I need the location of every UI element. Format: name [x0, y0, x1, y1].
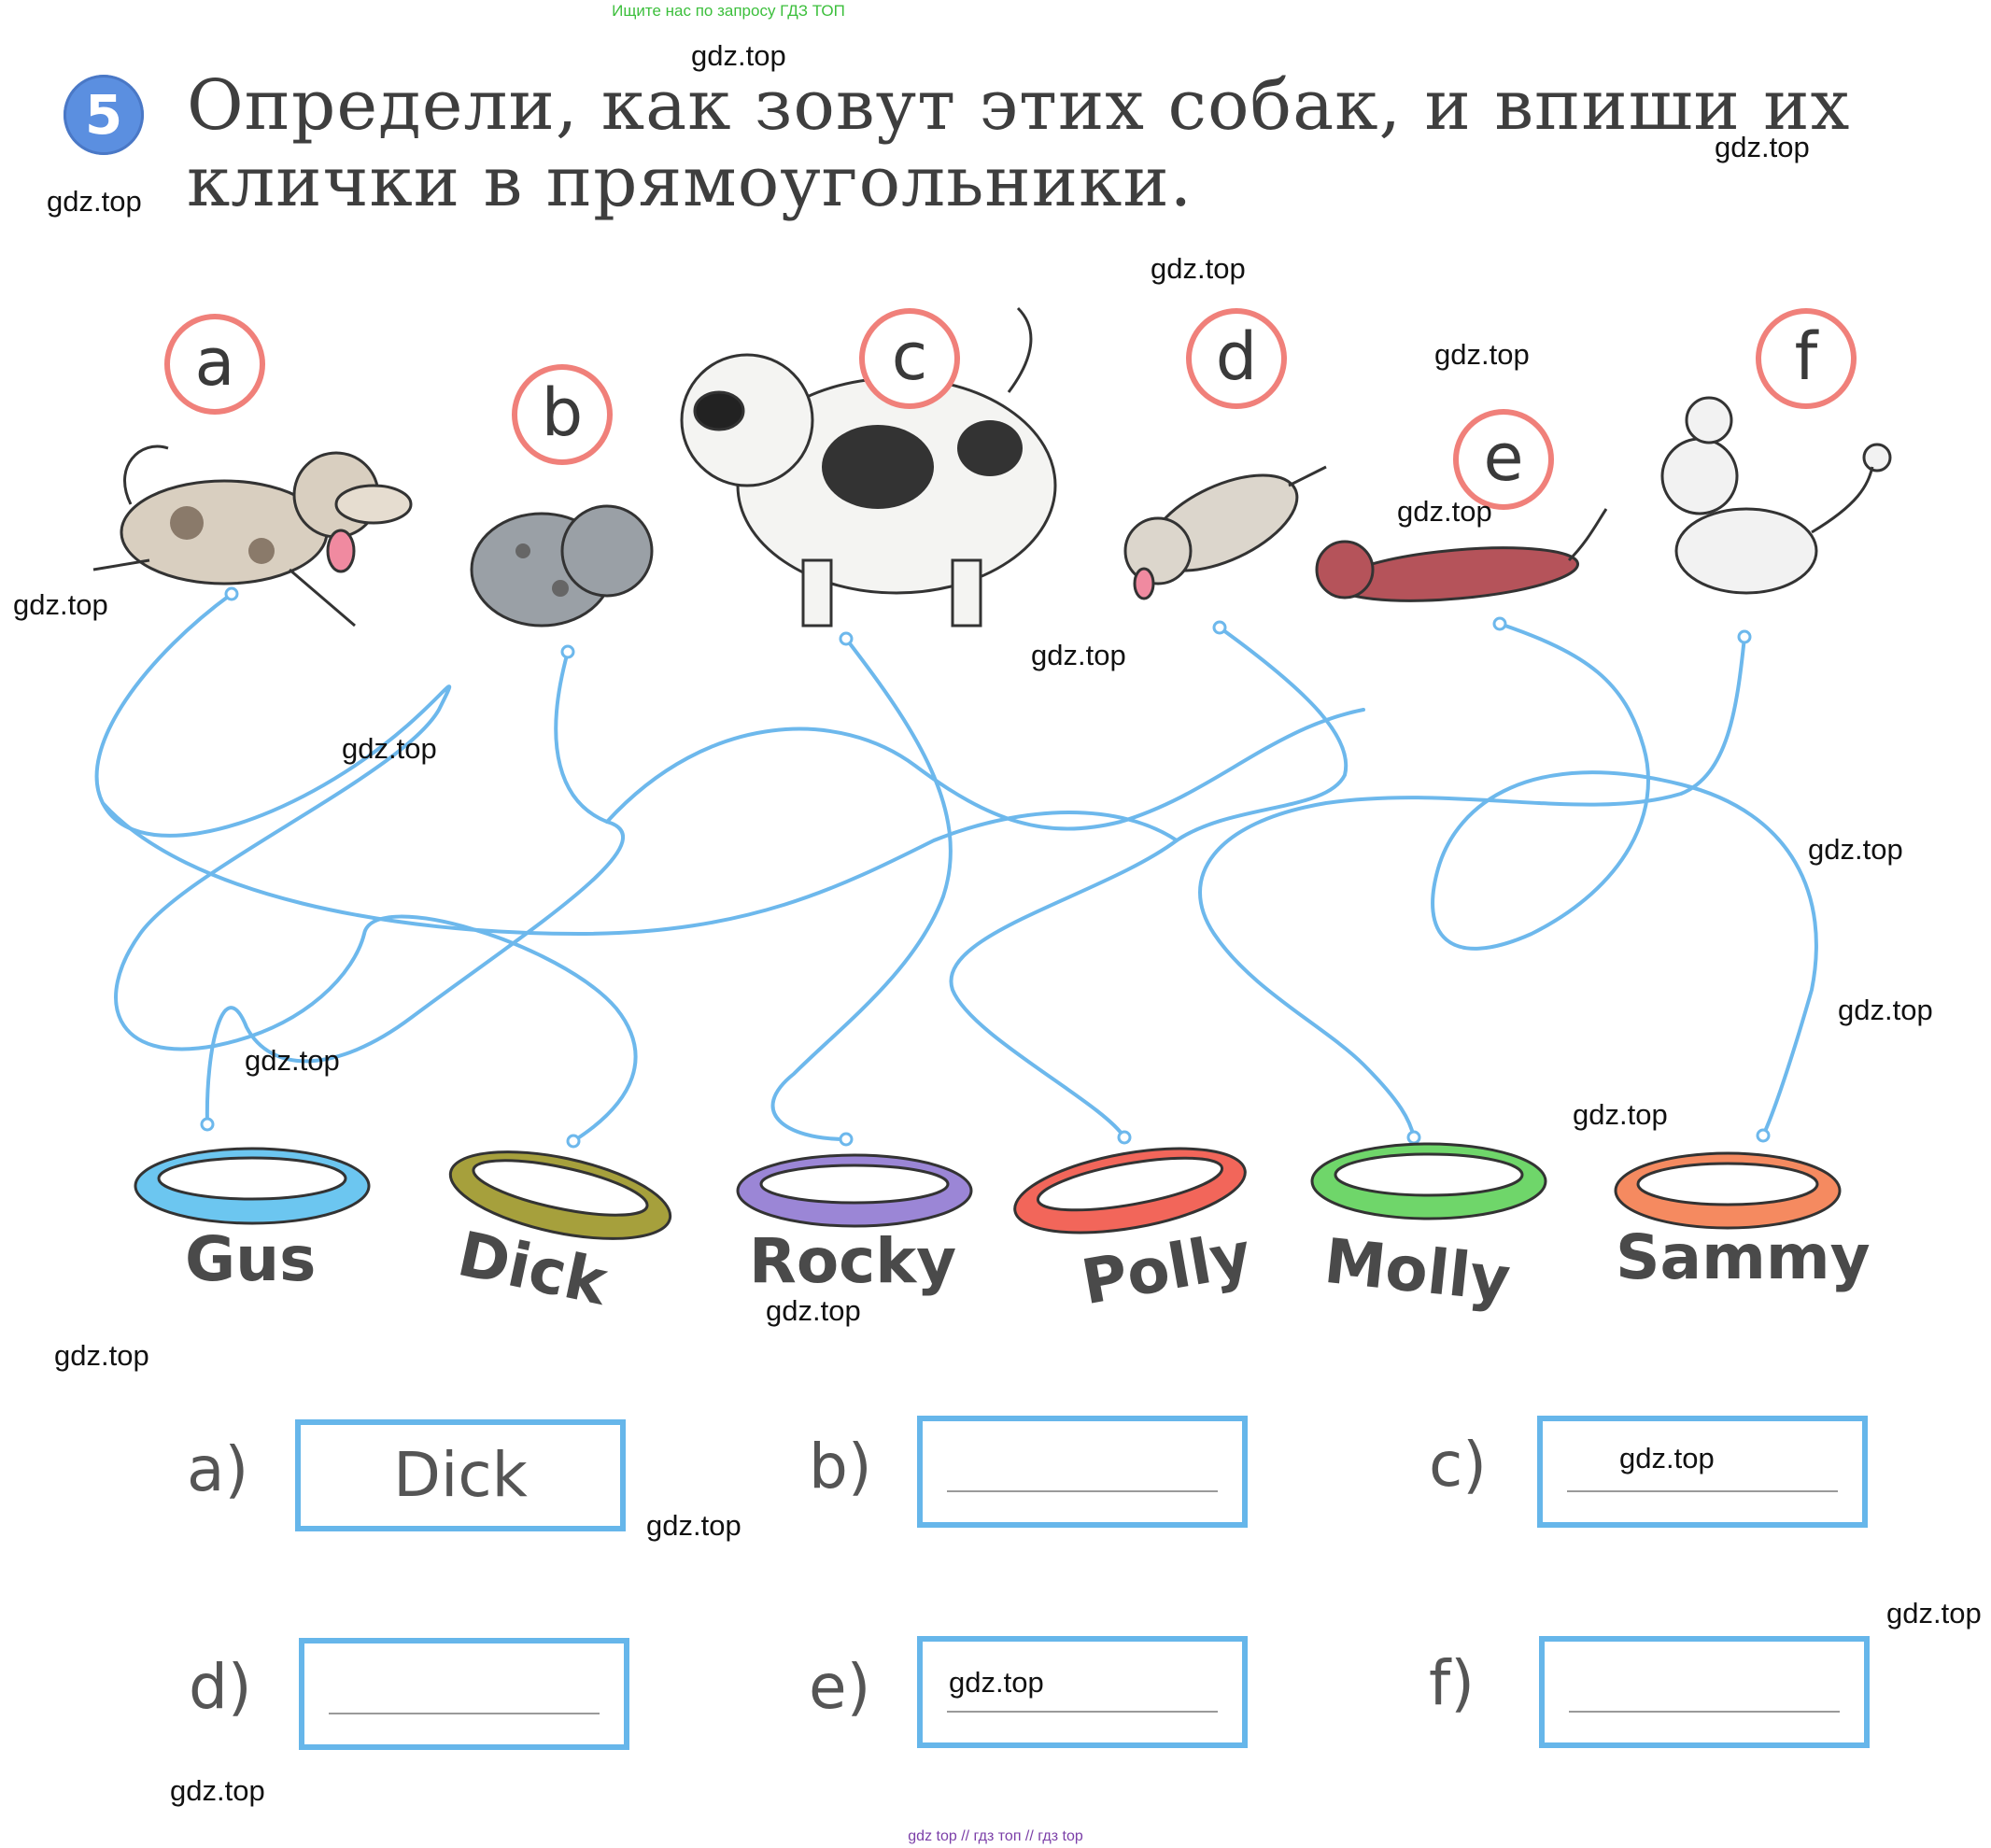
dog-b-illustration [470, 504, 654, 628]
watermark: gdz.top [1573, 1098, 1668, 1131]
answer-label-f: f) [1429, 1647, 1475, 1719]
watermark: gdz.top [1715, 131, 1810, 163]
answer-box-d[interactable] [299, 1638, 629, 1750]
watermark: gdz.top [342, 732, 437, 765]
answer-line-c [1567, 1490, 1838, 1492]
dog-letter-c: c [859, 308, 960, 409]
answer-label-a: a) [187, 1433, 249, 1505]
task-number-badge: 5 [64, 75, 144, 155]
collar-name-rocky: Rocky [749, 1225, 957, 1297]
watermark: gdz.top [949, 1666, 1044, 1699]
watermark: gdz.top [691, 39, 786, 72]
answer-value-b [923, 1421, 1242, 1522]
answer-box-a[interactable]: Dick [295, 1419, 626, 1531]
answer-line-e [947, 1711, 1218, 1713]
watermark: gdz.top [1031, 639, 1126, 671]
answer-line-f [1569, 1711, 1840, 1713]
watermark: gdz.top [245, 1044, 340, 1077]
watermark: gdz.top [1886, 1597, 1982, 1629]
watermark: gdz.top [766, 1294, 861, 1327]
dog-c-illustration [680, 306, 1057, 628]
collar-name-gus: Gus [185, 1223, 317, 1295]
answer-box-e[interactable] [917, 1636, 1248, 1748]
dog-letter-a: a [164, 314, 265, 415]
answer-value-a: Dick [393, 1439, 528, 1511]
answer-label-e: e) [809, 1651, 871, 1723]
answer-box-f[interactable] [1539, 1636, 1870, 1748]
watermark: gdz.top [54, 1339, 149, 1372]
answer-box-b[interactable] [917, 1416, 1248, 1528]
answer-line-d [329, 1713, 600, 1714]
top-banner: Ищите нас по запросу ГДЗ ТОП [612, 2, 845, 20]
dog-letter-e: e [1453, 409, 1554, 510]
answer-box-c[interactable] [1537, 1416, 1868, 1528]
answer-value-f [1545, 1642, 1864, 1742]
watermark: gdz.top [1151, 252, 1246, 285]
collar-name-sammy: Sammy [1616, 1221, 1871, 1293]
watermark: gdz.top [47, 185, 142, 218]
watermark: gdz.top [1808, 833, 1903, 866]
answer-line-b [947, 1490, 1218, 1492]
maze-lines [94, 592, 1818, 1143]
watermark: gdz.top [1434, 338, 1530, 371]
dog-letter-b: b [512, 364, 613, 465]
dog-d-illustration [1123, 465, 1327, 600]
dog-e-illustration [1315, 508, 1608, 602]
watermark: gdz.top [170, 1774, 265, 1807]
footer-links: gdz top // гдз топ // гдз top [908, 1828, 1083, 1844]
watermark: gdz.top [1397, 495, 1492, 528]
answer-label-c: c) [1429, 1429, 1488, 1501]
task-instruction-line-2: клички в прямоугольники. [187, 142, 1193, 222]
dog-a-illustration [92, 444, 413, 628]
watermark: gdz.top [1838, 994, 1933, 1026]
dog-letter-d: d [1186, 308, 1287, 409]
watermark: gdz.top [646, 1509, 741, 1542]
task-instruction-line-1: Определи, как зовут этих собак, и впиши … [187, 65, 1851, 146]
watermark: gdz.top [1619, 1442, 1715, 1474]
dog-f-illustration [1660, 396, 1892, 595]
answer-label-b: b) [809, 1431, 872, 1502]
watermark: gdz.top [13, 588, 108, 621]
answer-label-d: d) [189, 1651, 252, 1723]
dog-letter-f: f [1756, 308, 1857, 409]
answer-value-d [304, 1643, 624, 1744]
collars-illustration [134, 1142, 1842, 1240]
